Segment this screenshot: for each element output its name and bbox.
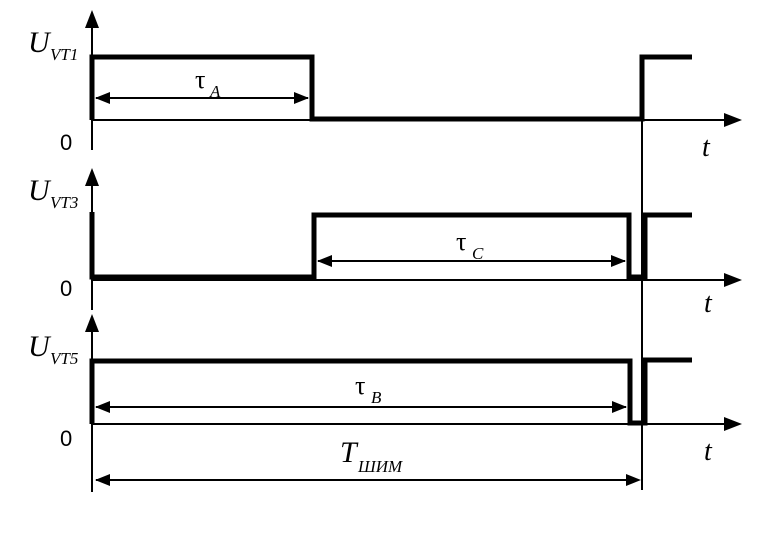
interval-label-tau-a: τ — [195, 65, 205, 94]
waveform-vt1 — [89, 54, 692, 122]
arrowhead-right-icon — [611, 255, 626, 267]
zero-label-vt5: 0 — [60, 426, 72, 451]
trace-vt1: τ A U VT1 0 t — [28, 10, 742, 163]
arrowhead-right-icon — [626, 474, 641, 486]
arrowhead-left-icon — [95, 401, 110, 413]
t-label-vt3: t — [704, 288, 713, 319]
interval-sub-tau-c: C — [472, 244, 484, 263]
y-label-vt3: U — [28, 174, 52, 207]
zero-label-vt1: 0 — [60, 130, 72, 155]
y-label-vt1: U — [28, 26, 52, 59]
t-axis-arrow-icon — [724, 113, 742, 127]
t-axis-arrow-icon — [724, 417, 742, 431]
arrowhead-left-icon — [317, 255, 332, 267]
trace-vt3: τ C U VT3 0 t — [28, 168, 742, 319]
y-sub-vt1: VT1 — [50, 45, 78, 64]
interval-label-tau-c: τ — [456, 227, 466, 256]
trace-vt5: τ B U VT5 0 t — [28, 314, 742, 492]
arrowhead-left-icon — [95, 92, 110, 104]
y-sub-vt5: VT5 — [50, 349, 78, 368]
zero-label-vt3: 0 — [60, 276, 72, 301]
arrowhead-left-icon — [95, 474, 110, 486]
t-label-vt5: t — [704, 436, 713, 467]
t-axis-arrow-icon — [724, 273, 742, 287]
arrowhead-right-icon — [294, 92, 309, 104]
t-label-vt1: t — [702, 132, 711, 163]
waveform-vt3 — [89, 212, 692, 280]
arrowhead-right-icon — [612, 401, 627, 413]
y-axis-arrow-icon — [85, 10, 99, 28]
interval-sub-tau-b: B — [371, 388, 382, 407]
y-axis-arrow-icon — [85, 168, 99, 186]
y-label-vt5: U — [28, 330, 52, 363]
waveform-vt5 — [89, 357, 692, 426]
period-label-sub: ШИМ — [357, 457, 403, 476]
y-sub-vt3: VT3 — [50, 193, 78, 212]
interval-label-tau-b: τ — [355, 371, 365, 400]
interval-sub-tau-a: A — [209, 82, 221, 101]
period-dimension: T ШИМ — [95, 120, 643, 490]
period-label: T — [340, 436, 359, 469]
y-axis-arrow-icon — [85, 314, 99, 332]
